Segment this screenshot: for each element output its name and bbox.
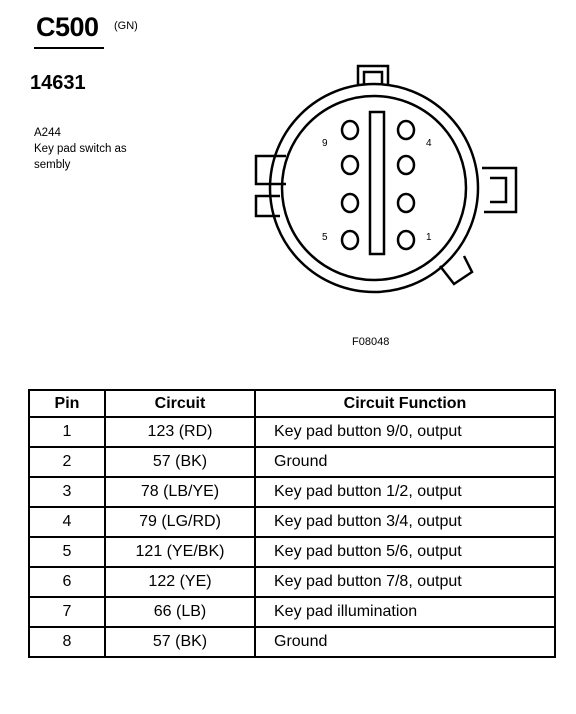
part-number: 14631 <box>30 72 86 94</box>
table-row: 5 121 (YE/BK) Key pad button 5/6, output <box>28 536 556 568</box>
cell-pin: 2 <box>28 446 106 478</box>
header-circuit-function: Circuit Function <box>254 389 556 418</box>
connector-id: C500 <box>36 12 99 42</box>
cell-pin: 1 <box>28 416 106 448</box>
connector-center-bar <box>368 110 386 256</box>
cell-function: Key pad button 3/4, output <box>254 506 556 538</box>
cell-function: Key pad button 7/8, output <box>254 566 556 598</box>
cell-circuit: 57 (BK) <box>104 626 256 658</box>
connector-face-diagram: 9 4 5 1 <box>254 64 518 294</box>
pin-cavity-3 <box>396 154 416 176</box>
component-desc-line2: sembly <box>34 159 71 171</box>
connector-left-tab-lower <box>254 194 280 218</box>
pin-cavity-6 <box>340 192 360 214</box>
cell-pin: 6 <box>28 566 106 598</box>
connector-inner-ring <box>280 94 468 282</box>
cell-function: Key pad button 9/0, output <box>254 416 556 448</box>
header-pin: Pin <box>28 389 106 418</box>
cell-circuit: 121 (YE/BK) <box>104 536 256 568</box>
cell-pin: 3 <box>28 476 106 508</box>
table-row: 2 57 (BK) Ground <box>28 446 556 478</box>
pin-label-bottom-right: 1 <box>426 232 432 243</box>
connector-top-key <box>356 64 390 86</box>
pin-cavity-8 <box>340 119 360 141</box>
table-row: 3 78 (LB/YE) Key pad button 1/2, output <box>28 476 556 508</box>
component-desc-line1: Key pad switch as <box>34 143 127 155</box>
component-ref: A244 <box>34 127 61 139</box>
pin-cavity-5 <box>340 229 360 251</box>
pin-label-top-right: 4 <box>426 138 432 149</box>
table-row: 1 123 (RD) Key pad button 9/0, output <box>28 416 556 448</box>
pin-cavity-2 <box>396 192 416 214</box>
pin-label-top-left: 9 <box>322 138 328 149</box>
cell-pin: 7 <box>28 596 106 628</box>
pin-cavity-7 <box>340 154 360 176</box>
cell-function: Key pad button 1/2, output <box>254 476 556 508</box>
cell-function: Ground <box>254 626 556 658</box>
table-header-row: Pin Circuit Circuit Function <box>28 389 556 418</box>
connector-right-tab-inner <box>490 176 508 204</box>
cell-circuit: 123 (RD) <box>104 416 256 448</box>
pin-cavity-4 <box>396 119 416 141</box>
pin-label-bottom-left: 5 <box>322 232 328 243</box>
cell-circuit: 122 (YE) <box>104 566 256 598</box>
figure-code: F08048 <box>352 336 390 348</box>
connector-top-key-inner <box>362 70 384 84</box>
pin-cavity-1 <box>396 229 416 251</box>
cell-pin: 8 <box>28 626 106 658</box>
table-row: 8 57 (BK) Ground <box>28 626 556 658</box>
cell-circuit: 79 (LG/RD) <box>104 506 256 538</box>
connector-latch <box>439 255 474 286</box>
table-row: 6 122 (YE) Key pad button 7/8, output <box>28 566 556 598</box>
cell-function: Key pad button 5/6, output <box>254 536 556 568</box>
cell-circuit: 66 (LB) <box>104 596 256 628</box>
connector-color-code: (GN) <box>114 20 138 32</box>
cell-circuit: 78 (LB/YE) <box>104 476 256 508</box>
title-underline <box>34 47 104 49</box>
cell-circuit: 57 (BK) <box>104 446 256 478</box>
component-description: A244 Key pad switch as sembly <box>34 125 127 173</box>
cell-pin: 5 <box>28 536 106 568</box>
header-circuit: Circuit <box>104 389 256 418</box>
pin-circuit-table: Pin Circuit Circuit Function 1 123 (RD) … <box>28 389 556 658</box>
cell-function: Ground <box>254 446 556 478</box>
connector-outer-ring <box>268 82 480 294</box>
connector-right-tab <box>482 166 518 214</box>
table-row: 4 79 (LG/RD) Key pad button 3/4, output <box>28 506 556 538</box>
table-row: 7 66 (LB) Key pad illumination <box>28 596 556 628</box>
cell-function: Key pad illumination <box>254 596 556 628</box>
cell-pin: 4 <box>28 506 106 538</box>
